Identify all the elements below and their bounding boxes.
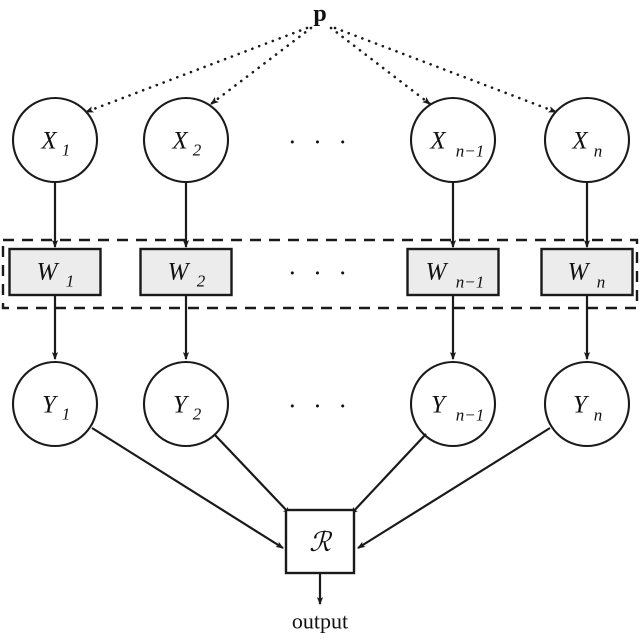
y-layer: Y 1 Y 2 Y n−1 Y n · · · <box>11 360 631 448</box>
output-label: output <box>292 609 348 634</box>
node-wn-label: W <box>568 259 591 286</box>
node-xn-1-circle[interactable] <box>409 96 497 184</box>
node-yn-1-subscript: n−1 <box>456 406 484 425</box>
node-y2[interactable]: Y 2 <box>142 360 230 448</box>
node-y2-subscript: 2 <box>193 405 202 424</box>
edge-p-to-x2 <box>209 26 313 106</box>
prior-label: p <box>313 1 326 27</box>
node-yn-1-label: Y <box>431 392 448 419</box>
node-xn-1[interactable]: X n−1 <box>409 96 497 184</box>
edge-yn-1-to-r <box>350 433 427 515</box>
node-yn-1-circle[interactable] <box>409 360 497 448</box>
edge-p-to-xn <box>333 26 558 114</box>
edge-y1-to-r <box>91 427 284 549</box>
edges-y-to-r <box>91 427 551 549</box>
edges-x-to-w <box>51 182 591 249</box>
ellipsis-y-row: · · · <box>288 392 352 421</box>
node-xn-1-subscript: n−1 <box>456 142 484 161</box>
node-xn[interactable]: X n <box>543 96 631 184</box>
node-wn-subscript: n <box>597 273 606 292</box>
node-x1[interactable]: X 1 <box>11 96 99 184</box>
node-y2-circle[interactable] <box>142 360 230 448</box>
ellipsis-x-row: · · · <box>288 128 352 157</box>
node-wn-1-label: W <box>426 259 449 286</box>
node-y1[interactable]: Y 1 <box>11 360 99 448</box>
aggregator-label: ℛ <box>309 527 333 557</box>
node-wn-1[interactable]: W n−1 <box>406 247 500 297</box>
edge-yn-to-r <box>357 427 551 549</box>
node-y1-subscript: 1 <box>62 405 71 424</box>
node-w1-subscript: 1 <box>66 272 75 291</box>
node-x1-subscript: 1 <box>62 141 71 160</box>
node-w1[interactable]: W 1 <box>8 247 102 297</box>
node-yn-circle[interactable] <box>543 360 631 448</box>
node-wn[interactable]: W n <box>540 247 634 297</box>
aggregator-node[interactable]: ℛ <box>284 508 356 575</box>
edge-p-to-xn-1 <box>329 26 432 106</box>
prior-node: p <box>313 1 326 27</box>
node-yn-subscript: n <box>594 406 603 425</box>
edge-p-to-x1 <box>84 26 309 114</box>
node-y2-label: Y <box>173 392 190 419</box>
edges-w-to-y <box>51 295 591 361</box>
node-y1-circle[interactable] <box>11 360 99 448</box>
node-x1-label: X <box>40 128 58 155</box>
node-xn-label: X <box>571 128 589 155</box>
x-layer: X 1 X 2 X n−1 X n · · · <box>11 96 631 184</box>
node-w1-box[interactable] <box>8 247 102 297</box>
edges-prior-to-x <box>84 26 558 114</box>
node-w2-label: W <box>168 259 191 286</box>
ellipsis-w-row: · · · <box>288 259 352 288</box>
node-w1-label: W <box>37 259 60 286</box>
node-w2[interactable]: W 2 <box>139 247 233 297</box>
node-x2[interactable]: X 2 <box>142 96 230 184</box>
node-yn[interactable]: Y n <box>543 360 631 448</box>
node-yn-1[interactable]: Y n−1 <box>409 360 497 448</box>
node-wn-1-subscript: n−1 <box>456 273 484 292</box>
node-wn-box[interactable] <box>540 247 634 297</box>
node-yn-label: Y <box>573 392 590 419</box>
plate-boundary <box>1 238 639 310</box>
node-wn-1-box[interactable] <box>406 247 500 297</box>
edge-y2-to-r <box>213 433 291 515</box>
node-y1-label: Y <box>42 392 59 419</box>
node-xn-1-label: X <box>429 128 447 155</box>
w-layer: W 1 W 2 W n−1 W n · · · <box>8 247 634 297</box>
node-x2-subscript: 2 <box>193 141 202 160</box>
node-w2-subscript: 2 <box>197 272 206 291</box>
node-xn-subscript: n <box>594 142 603 161</box>
node-x2-label: X <box>171 128 189 155</box>
